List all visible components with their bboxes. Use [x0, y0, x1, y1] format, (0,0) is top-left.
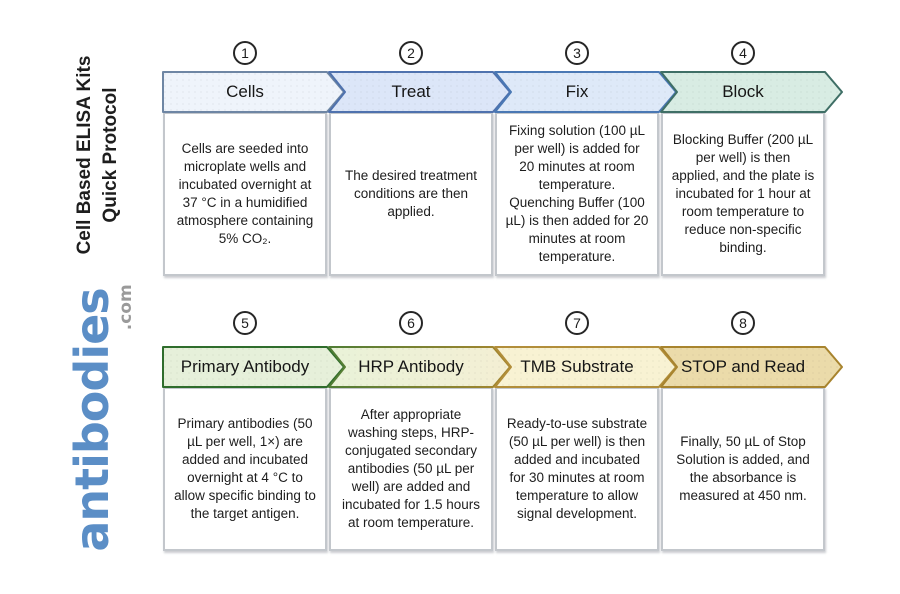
- step-3-description-box: Fixing solution (100 µL per well) is add…: [495, 112, 659, 276]
- step-6-banner: [328, 346, 511, 388]
- step-1-number: 1: [241, 45, 249, 61]
- step-5-number: 5: [241, 315, 249, 331]
- step-4-number: 4: [739, 45, 747, 61]
- step-1-label: Cells: [226, 82, 264, 101]
- step-2-description-box: The desired treatment conditions are the…: [329, 112, 493, 276]
- step-5-banner: [162, 346, 345, 388]
- step-2-label: Treat: [391, 82, 431, 101]
- step-6-arrow-texture: [329, 347, 510, 387]
- step-3-number-badge: 3: [565, 41, 589, 65]
- step-1-banner: [162, 71, 345, 113]
- step-5-arrow-texture: [163, 347, 344, 387]
- step-1-description: Cells are seeded into microplate wells a…: [176, 141, 314, 246]
- step-7-description: Ready-to-use substrate (50 µL per well) …: [506, 416, 648, 521]
- step-5-description-box: Primary antibodies (50 µL per well, 1×) …: [163, 387, 327, 551]
- step-8-banner: [660, 346, 843, 388]
- step-5-number-badge: 5: [233, 311, 257, 335]
- step-3-number: 3: [573, 45, 581, 61]
- step-1-number-badge: 1: [233, 41, 257, 65]
- step-1-description-box: Cells are seeded into microplate wells a…: [163, 112, 327, 276]
- step-4-banner: [660, 71, 843, 113]
- step-3-banner: [494, 71, 677, 113]
- step-8-description-box: Finally, 50 µL of Stop Solution is added…: [661, 387, 825, 551]
- step-2-number: 2: [407, 45, 415, 61]
- step-7-number-badge: 7: [565, 311, 589, 335]
- step-8-label: STOP and Read: [680, 357, 806, 376]
- step-7-label: TMB Substrate: [520, 357, 634, 376]
- brand-logo: antibodies .com: [65, 284, 136, 552]
- step-7-banner: [494, 346, 677, 388]
- step-4-description: Blocking Buffer (200 µL per well) is the…: [671, 132, 815, 255]
- title-line-1: Cell Based ELISA Kits: [74, 55, 95, 255]
- step-3-description: Fixing solution (100 µL per well) is add…: [505, 123, 649, 264]
- step-1-arrow-texture: [163, 72, 344, 112]
- step-5-label: Primary Antibody: [180, 357, 310, 376]
- title-line-2: Quick Protocol: [100, 87, 121, 223]
- step-3-label: Fix: [565, 82, 589, 101]
- step-7-number: 7: [573, 315, 581, 331]
- logo-word: antibodies: [65, 288, 119, 552]
- step-6-number: 6: [407, 315, 415, 331]
- step-6-description: After appropriate washing steps, HRP-con…: [341, 407, 481, 530]
- step-6-description-box: After appropriate washing steps, HRP-con…: [329, 387, 493, 551]
- step-2-banner: [328, 71, 511, 113]
- step-8-description: Finally, 50 µL of Stop Solution is added…: [676, 434, 810, 503]
- step-4-number-badge: 4: [731, 41, 755, 65]
- step-4-description-box: Blocking Buffer (200 µL per well) is the…: [661, 112, 825, 276]
- step-4-arrow-texture: [661, 72, 842, 112]
- step-2-arrow-texture: [329, 72, 510, 112]
- step-7-description-box: Ready-to-use substrate (50 µL per well) …: [495, 387, 659, 551]
- step-7-arrow-texture: [495, 347, 676, 387]
- step-5-description: Primary antibodies (50 µL per well, 1×) …: [174, 416, 316, 521]
- step-2-description: The desired treatment conditions are the…: [344, 168, 478, 219]
- step-8-number-badge: 8: [731, 311, 755, 335]
- logo-suffix: .com: [116, 284, 136, 331]
- step-3-arrow-texture: [495, 72, 676, 112]
- step-6-label: HRP Antibody: [358, 357, 464, 376]
- vertical-title: Cell Based ELISA Kits Quick Protocol: [72, 56, 124, 255]
- step-8-number: 8: [739, 315, 747, 331]
- step-6-number-badge: 6: [399, 311, 423, 335]
- step-4-label: Block: [722, 82, 764, 101]
- step-8-arrow-texture: [661, 347, 842, 387]
- step-2-number-badge: 2: [399, 41, 423, 65]
